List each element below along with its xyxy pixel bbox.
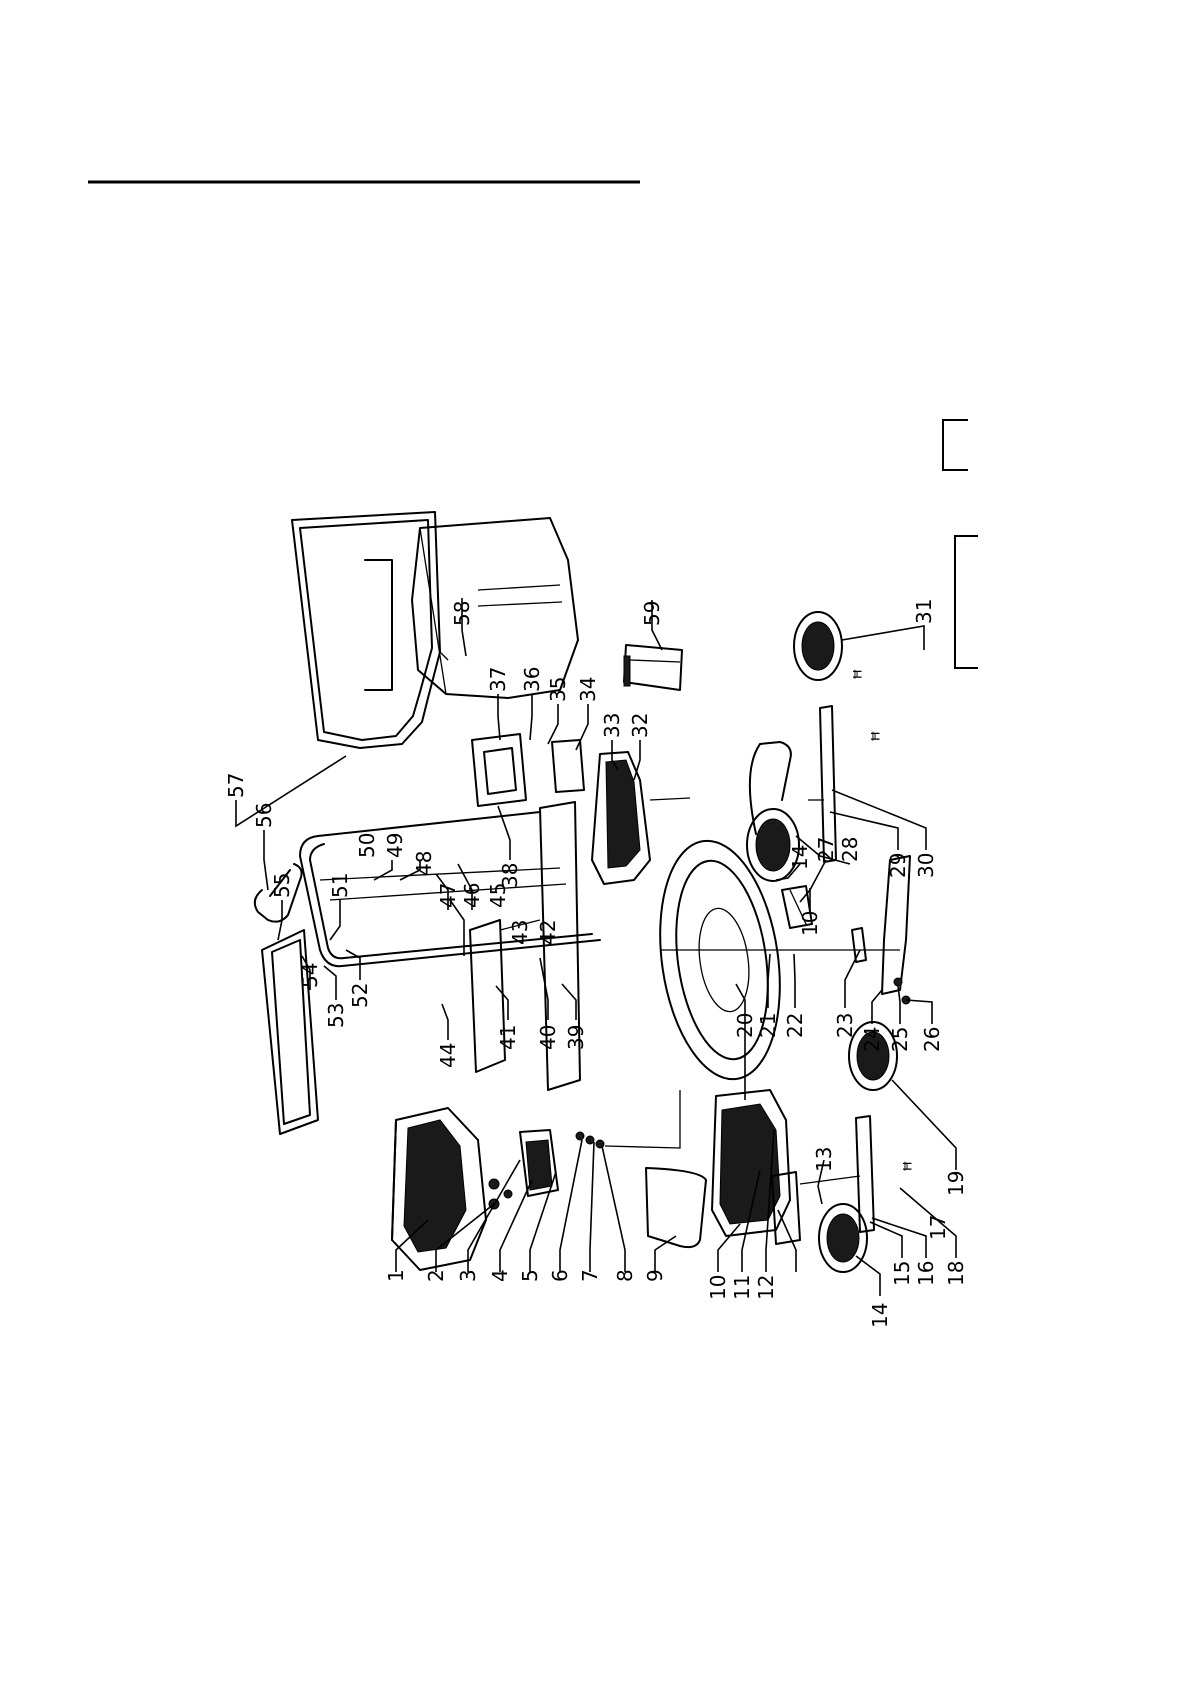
part-label: 16 [914, 1261, 938, 1286]
part-label: 41 [496, 1025, 520, 1050]
mark-glyph: ꟸ [867, 730, 891, 742]
part-label: 56 [252, 803, 276, 828]
part-label: 23 [833, 1013, 857, 1038]
part-label: 48 [412, 851, 436, 876]
part-label: 10 [706, 1275, 730, 1300]
part-label: 13 [812, 1147, 836, 1172]
part-label: 7 [578, 1269, 602, 1282]
part-label: 18 [944, 1261, 968, 1286]
part-label: 12 [754, 1275, 778, 1300]
right-frame-small [943, 420, 968, 470]
part-label: 14 [868, 1303, 892, 1328]
rear-bracket-part [472, 734, 584, 806]
part-label: 34 [576, 677, 600, 702]
part-label: 11 [730, 1275, 754, 1300]
part-label: 30 [914, 853, 938, 878]
part-label: 36 [520, 667, 544, 692]
engine-part [392, 1108, 486, 1270]
part-label: 15 [890, 1261, 914, 1286]
part-label: 32 [628, 713, 652, 738]
part-label: 45 [486, 883, 510, 908]
part-label: 42 [536, 920, 560, 945]
front-cover-part [712, 1090, 790, 1236]
part-label: 40 [536, 1025, 560, 1050]
part-label: 1 [384, 1269, 408, 1282]
part-label: 20 [733, 1013, 757, 1038]
part-label: 33 [600, 713, 624, 738]
part-label: 57 [224, 773, 248, 798]
part-label: 5 [518, 1269, 542, 1282]
mark-glyph: ꟸ [899, 1160, 923, 1172]
part-label: 8 [613, 1269, 637, 1282]
part-label: 54 [298, 963, 322, 988]
small-parts-6-7 [576, 1090, 680, 1148]
part-label: 2 [424, 1269, 448, 1282]
part-number-labels: 1 2 3 4 5 6 7 8 9 10 11 12 13 14 15 16 1… [224, 599, 968, 1328]
rear-flap-part [624, 645, 682, 690]
part-label: 27 [814, 837, 838, 862]
part-label: 51 [328, 873, 352, 898]
part-label-repeat: 14 [788, 845, 812, 870]
mark-glyph: ꟸ [849, 668, 873, 680]
part-label: 4 [488, 1269, 512, 1282]
part-label: 43 [508, 920, 532, 945]
rear-wheel-right-part [794, 612, 842, 680]
part-label: 17 [926, 1215, 950, 1240]
part-label: 55 [270, 873, 294, 898]
part-label: 6 [548, 1269, 572, 1282]
mulch-plug-part [646, 1168, 706, 1247]
part-label: 50 [355, 833, 379, 858]
part-label: 52 [348, 983, 372, 1008]
part-label: 21 [756, 1013, 780, 1038]
part-label: 35 [546, 677, 570, 702]
part-label: 59 [640, 601, 664, 626]
part-label: 26 [920, 1027, 944, 1052]
part-label: 28 [838, 837, 862, 862]
right-frame-large [955, 536, 978, 668]
top-bar-part [262, 930, 318, 1134]
part-label: 58 [450, 601, 474, 626]
part-label: 47 [436, 883, 460, 908]
part-label: 29 [886, 853, 910, 878]
part-label: 24 [860, 1027, 884, 1052]
part-label: 3 [456, 1269, 480, 1282]
part-label: 19 [944, 1171, 968, 1196]
part-label: 9 [643, 1269, 667, 1282]
collector-frame-part [292, 512, 448, 748]
part-label: 31 [912, 599, 936, 624]
drive-cover-part [520, 1130, 558, 1196]
front-wheel-left-part [819, 1204, 867, 1272]
part-label: 44 [436, 1043, 460, 1068]
part-label: 46 [460, 883, 484, 908]
part-label: 22 [783, 1013, 807, 1038]
part-label: 53 [324, 1003, 348, 1028]
part-label: 25 [888, 1027, 912, 1052]
part-label-repeat: 10 [798, 911, 822, 936]
part-label: 37 [486, 667, 510, 692]
part-label: 49 [383, 833, 407, 858]
part-label: 39 [564, 1025, 588, 1050]
